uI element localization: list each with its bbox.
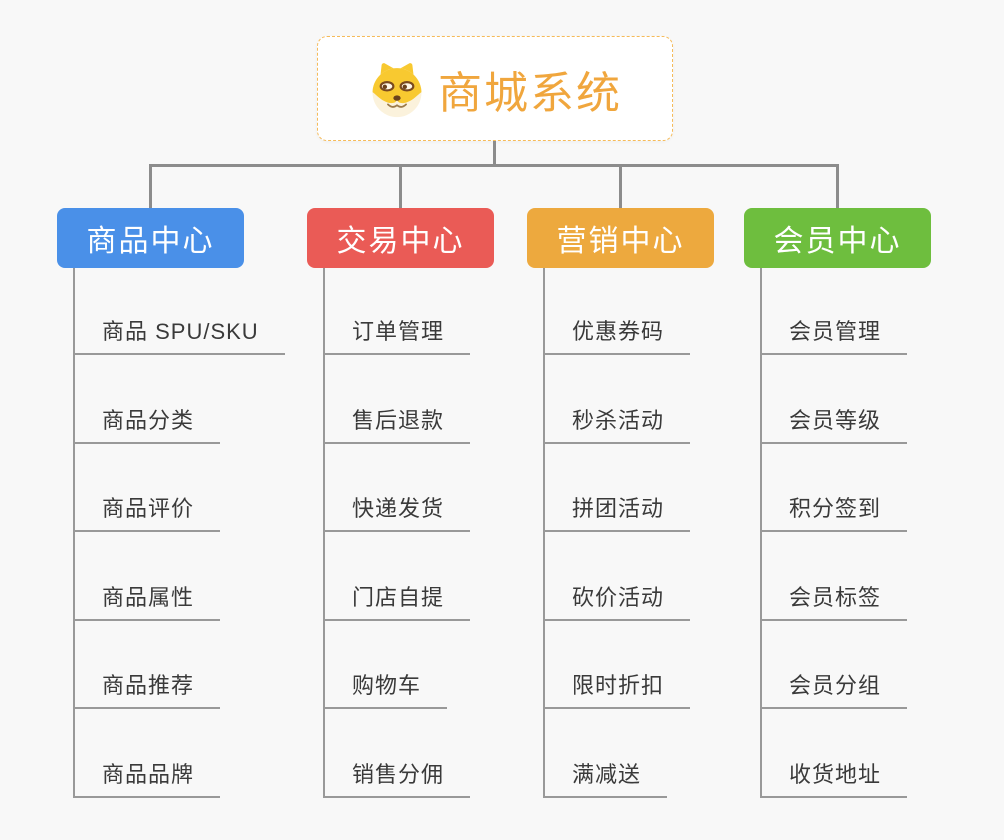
leaf-label: 砍价活动 xyxy=(572,584,665,610)
connector-horizontal-bar xyxy=(149,164,839,167)
branch-label: 会员中心 xyxy=(773,225,902,258)
connector-drop xyxy=(399,164,402,208)
leaf-item[interactable]: 会员标签 xyxy=(762,532,908,621)
branch-4: 会员中心 会员管理 会员等级 积分签到 会员标签 会员分组 收货地址 xyxy=(744,164,931,798)
leaf-item[interactable]: 会员管理 xyxy=(762,268,908,355)
leaf-item[interactable]: 购物车 xyxy=(325,621,448,709)
leaf-label: 快递发货 xyxy=(352,496,445,521)
leaf-item[interactable]: 会员等级 xyxy=(762,355,908,444)
leaf-label: 订单管理 xyxy=(352,319,445,344)
leaf-label: 会员标签 xyxy=(789,584,882,610)
leaf-label: 积分签到 xyxy=(789,496,882,521)
leaf-label: 商品分类 xyxy=(102,407,195,433)
root-title: 商城系统 xyxy=(438,68,622,118)
leaf-item[interactable]: 门店自提 xyxy=(325,532,471,621)
leaf-label: 优惠券码 xyxy=(572,319,665,344)
leaf-item[interactable]: 秒杀活动 xyxy=(545,355,691,444)
leaf-item[interactable]: 销售分佣 xyxy=(325,709,471,798)
branch-label: 交易中心 xyxy=(336,225,465,258)
connector-root-stub xyxy=(493,141,496,164)
branch-node-4[interactable]: 会员中心 xyxy=(744,208,931,268)
shiba-dog-icon xyxy=(368,60,426,118)
branch-node-1[interactable]: 商品中心 xyxy=(57,208,244,268)
leaf-label: 商品评价 xyxy=(102,496,195,521)
leaf-item[interactable]: 售后退款 xyxy=(325,355,471,444)
connector-drop xyxy=(836,164,839,208)
leaf-label: 会员等级 xyxy=(789,407,882,433)
leaf-item[interactable]: 拼团活动 xyxy=(545,444,691,532)
branch-2: 交易中心 订单管理 售后退款 快递发货 门店自提 购物车 销售分佣 xyxy=(307,164,494,798)
leaf-item[interactable]: 商品分类 xyxy=(75,355,221,444)
branch-1: 商品中心 商品 SPU/SKU 商品分类 商品评价 商品属性 商品推荐 商品品牌 xyxy=(57,164,285,798)
branch-leaves: 商品 SPU/SKU 商品分类 商品评价 商品属性 商品推荐 商品品牌 xyxy=(73,268,285,798)
branch-label: 营销中心 xyxy=(556,225,685,258)
leaf-label: 商品属性 xyxy=(102,584,195,610)
branch-node-2[interactable]: 交易中心 xyxy=(307,208,494,268)
leaf-label: 会员分组 xyxy=(789,673,882,698)
leaf-label: 满减送 xyxy=(572,761,642,787)
leaf-label: 收货地址 xyxy=(789,761,882,787)
branch-leaves: 订单管理 售后退款 快递发货 门店自提 购物车 销售分佣 xyxy=(323,268,494,798)
leaf-label: 门店自提 xyxy=(352,584,445,610)
branch-3: 营销中心 优惠券码 秒杀活动 拼团活动 砍价活动 限时折扣 满减送 xyxy=(527,164,714,798)
leaf-label: 商品推荐 xyxy=(102,673,195,698)
leaf-item[interactable]: 订单管理 xyxy=(325,268,471,355)
leaf-label: 商品 SPU/SKU xyxy=(102,319,259,344)
leaf-item[interactable]: 商品品牌 xyxy=(75,709,221,798)
leaf-item[interactable]: 积分签到 xyxy=(762,444,908,532)
leaf-item[interactable]: 会员分组 xyxy=(762,621,908,709)
branch-node-3[interactable]: 营销中心 xyxy=(527,208,714,268)
leaf-item[interactable]: 收货地址 xyxy=(762,709,908,798)
leaf-label: 限时折扣 xyxy=(572,673,665,698)
leaf-item[interactable]: 满减送 xyxy=(545,709,668,798)
leaf-item[interactable]: 限时折扣 xyxy=(545,621,691,709)
connector-drop xyxy=(149,164,152,208)
leaf-item[interactable]: 商品 SPU/SKU xyxy=(75,268,285,355)
branch-leaves: 会员管理 会员等级 积分签到 会员标签 会员分组 收货地址 xyxy=(760,268,931,798)
leaf-label: 售后退款 xyxy=(352,407,445,433)
leaf-item[interactable]: 商品评价 xyxy=(75,444,221,532)
branch-leaves: 优惠券码 秒杀活动 拼团活动 砍价活动 限时折扣 满减送 xyxy=(543,268,714,798)
leaf-item[interactable]: 优惠券码 xyxy=(545,268,691,355)
leaf-item[interactable]: 快递发货 xyxy=(325,444,471,532)
branch-label: 商品中心 xyxy=(86,225,215,258)
root-node[interactable]: 商城系统 xyxy=(317,36,673,141)
leaf-item[interactable]: 砍价活动 xyxy=(545,532,691,621)
leaf-label: 会员管理 xyxy=(789,319,882,344)
leaf-label: 商品品牌 xyxy=(102,761,195,787)
leaf-label: 秒杀活动 xyxy=(572,407,665,433)
connector-drop xyxy=(619,164,622,208)
leaf-item[interactable]: 商品推荐 xyxy=(75,621,221,709)
leaf-label: 拼团活动 xyxy=(572,496,665,521)
leaf-label: 购物车 xyxy=(352,673,422,698)
leaf-item[interactable]: 商品属性 xyxy=(75,532,221,621)
leaf-label: 销售分佣 xyxy=(352,761,445,787)
